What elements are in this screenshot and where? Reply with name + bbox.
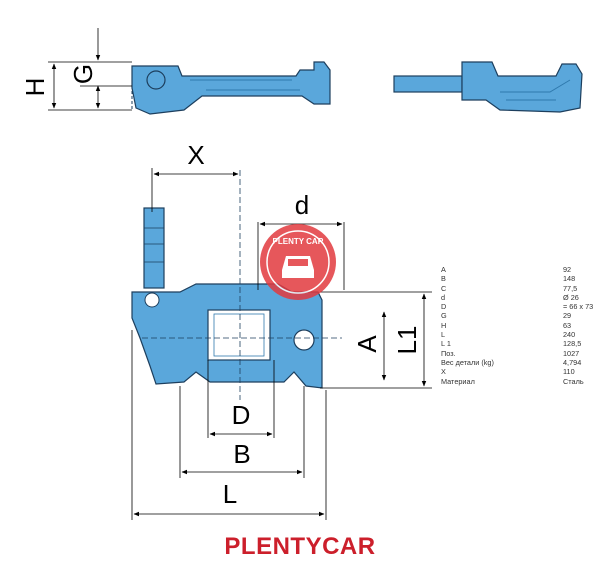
- spec-value: 1027: [563, 348, 580, 358]
- spec-key: H: [441, 320, 447, 330]
- dim-label-x: X: [187, 140, 204, 170]
- dim-label-big-d: D: [232, 400, 251, 430]
- spec-key: B: [441, 274, 446, 284]
- top-view: [131, 170, 342, 400]
- spec-value: 92: [563, 265, 572, 274]
- spec-row: G 29: [441, 311, 600, 320]
- rear-view-body: [461, 61, 583, 113]
- spec-value: Сталь: [563, 376, 584, 386]
- top-view-stud: [143, 207, 165, 289]
- spec-key: Материал: [441, 376, 475, 386]
- spec-row: Вес детали (kg) 4,794: [441, 358, 600, 367]
- spec-key: G: [441, 311, 447, 321]
- dimension-h-g: H G: [20, 28, 132, 111]
- spec-row: Поз. 1027: [441, 349, 600, 358]
- spec-key: A: [441, 265, 446, 274]
- spec-row: A 92: [441, 265, 600, 274]
- spec-row: B 148: [441, 274, 600, 283]
- spec-key: D: [441, 302, 447, 312]
- dimension-x: X: [151, 140, 239, 212]
- spec-value: Ø 26: [563, 292, 579, 302]
- spec-key: C: [441, 283, 447, 293]
- spec-key: L: [441, 330, 446, 340]
- plentycar-logo: PLENTY CAR: [260, 224, 336, 300]
- spec-key: d: [441, 292, 446, 302]
- side-view-pin-icon: [146, 70, 166, 90]
- brand-footer: PLENTYCAR: [224, 533, 376, 560]
- dim-label-b: B: [233, 439, 250, 469]
- spec-row: H 63: [441, 321, 600, 330]
- spec-value: 63: [563, 320, 572, 330]
- spec-value: 4,794: [563, 357, 582, 367]
- side-view-body: [131, 61, 331, 115]
- spec-key: L 1: [441, 339, 451, 349]
- spec-value: = 66 x 73: [563, 302, 594, 312]
- spec-value: 148: [563, 274, 576, 284]
- side-view: [131, 61, 331, 115]
- dim-label-h: H: [20, 78, 50, 97]
- spec-value: 128,5: [563, 339, 582, 349]
- dim-label-a: A: [352, 335, 382, 353]
- spec-value: 110: [563, 367, 575, 377]
- spec-value: 240: [563, 330, 576, 340]
- dimension-d-b-l: D B L: [131, 330, 327, 520]
- spec-row: C 77,5: [441, 284, 600, 293]
- spec-row: L 240: [441, 330, 600, 339]
- spec-value: 77,5: [563, 283, 578, 293]
- spec-row: L 1 128,5: [441, 339, 600, 348]
- spec-row: X 110: [441, 367, 600, 376]
- dim-label-d: d: [295, 190, 309, 220]
- spec-value: 29: [563, 311, 572, 321]
- top-view-pin-icon: [144, 292, 160, 308]
- top-view-hole: [293, 329, 315, 351]
- dim-label-g: G: [68, 64, 98, 84]
- spec-key: X: [441, 367, 446, 377]
- dim-label-l: L: [223, 479, 237, 509]
- spec-key: Поз.: [441, 348, 456, 358]
- logo-text: PLENTY CAR: [273, 237, 324, 246]
- dimension-d-small: d: [257, 190, 345, 290]
- spec-row: D = 66 x 73: [441, 302, 600, 311]
- top-view-window: [207, 309, 271, 361]
- spec-key: Вес детали (kg): [441, 357, 494, 367]
- dimension-a-l1: A L1: [320, 291, 432, 389]
- dim-label-l1: L1: [392, 326, 422, 355]
- spec-row: Материал Сталь: [441, 377, 600, 386]
- rear-view: [393, 61, 583, 113]
- spec-row: d Ø 26: [441, 293, 600, 302]
